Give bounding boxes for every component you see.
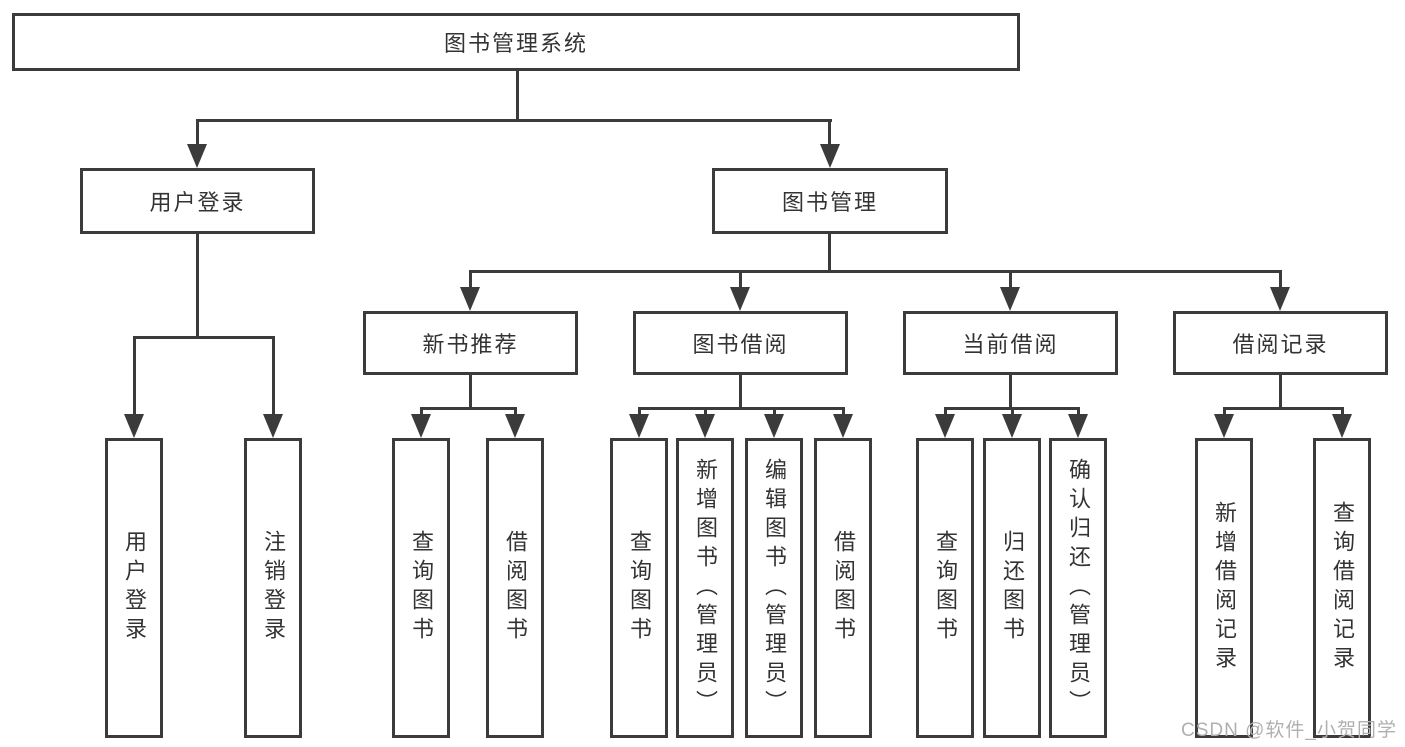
leaf-edit-books-admin: 编辑图书（管理员）: [745, 438, 803, 738]
edge-branch: [1223, 407, 1344, 410]
arrow-down-icon: [833, 414, 853, 438]
edge-to-leaf: [1077, 407, 1080, 420]
node-book-management: 图书管理: [712, 168, 948, 234]
arrow-down-icon: [764, 414, 784, 438]
edge-to-node: [739, 270, 742, 292]
node-library-system: 图书管理系统: [12, 13, 1020, 71]
leaf-return-books: 归还图书: [983, 438, 1041, 738]
edge-to-leaf: [420, 407, 423, 420]
edge-book-management-branch: [469, 270, 1282, 273]
leaf-query-books-recommend: 查询图书: [392, 438, 450, 738]
node-new-book-recommend: 新书推荐: [363, 311, 578, 375]
edge-user-login-stub: [196, 234, 199, 339]
arrow-down-icon: [935, 414, 955, 438]
arrow-down-icon: [1332, 414, 1352, 438]
arrow-down-icon: [730, 287, 750, 311]
arrow-down-icon: [263, 414, 283, 438]
node-borrow-records: 借阅记录: [1173, 311, 1388, 375]
edge-root-branch: [196, 119, 832, 122]
edge-root-stub: [516, 71, 519, 119]
leaf-confirm-return-admin: 确认归还（管理员）: [1049, 438, 1107, 738]
leaf-query-borrow-record: 查询借阅记录: [1313, 438, 1371, 738]
arrow-down-icon: [695, 414, 715, 438]
edge-to-node: [469, 270, 472, 292]
edge-to-node: [1279, 270, 1282, 292]
csdn-watermark: CSDN @软件_小贺同学: [1181, 720, 1397, 741]
edge-to-leaf: [704, 407, 707, 420]
node-user-login: 用户登录: [80, 168, 315, 234]
node-book-borrow: 图书借阅: [633, 311, 848, 375]
edge-to-leaf: [133, 336, 136, 420]
edge-book-management-stub: [828, 234, 831, 273]
leaf-logout: 注销登录: [244, 438, 302, 738]
edge-to-leaf: [1341, 407, 1344, 420]
leaf-borrow-books: 借阅图书: [814, 438, 872, 738]
arrow-down-icon: [1214, 414, 1234, 438]
edge-to-node: [1009, 270, 1012, 292]
leaf-query-books-borrow: 查询图书: [610, 438, 668, 738]
leaf-add-borrow-record: 新增借阅记录: [1195, 438, 1253, 738]
arrow-down-icon: [1002, 414, 1022, 438]
arrow-down-icon: [187, 144, 207, 168]
edge-to-leaf: [272, 336, 275, 420]
edge-stub: [1009, 374, 1012, 410]
arrow-down-icon: [411, 414, 431, 438]
arrow-down-icon: [460, 287, 480, 311]
edge-user-login-branch: [133, 336, 275, 339]
edge-to-book-management: [828, 119, 831, 150]
edge-branch: [638, 407, 845, 410]
arrow-down-icon: [820, 144, 840, 168]
edge-to-leaf: [773, 407, 776, 420]
arrow-down-icon: [1068, 414, 1088, 438]
leaf-borrow-books-recommend: 借阅图书: [486, 438, 544, 738]
arrow-down-icon: [505, 414, 525, 438]
edge-to-user-login: [196, 119, 199, 150]
edge-to-leaf: [842, 407, 845, 420]
edge-branch: [420, 407, 517, 410]
edge-to-leaf: [944, 407, 947, 420]
leaf-query-books-current: 查询图书: [916, 438, 974, 738]
leaf-user-login: 用户登录: [105, 438, 163, 738]
arrow-down-icon: [629, 414, 649, 438]
edge-to-leaf: [1011, 407, 1014, 420]
edge-stub: [1279, 374, 1282, 410]
edge-to-leaf: [514, 407, 517, 420]
leaf-add-books-admin: 新增图书（管理员）: [676, 438, 734, 738]
edge-stub: [739, 374, 742, 410]
arrow-down-icon: [1000, 287, 1020, 311]
node-current-borrow: 当前借阅: [903, 311, 1118, 375]
arrow-down-icon: [1270, 287, 1290, 311]
edge-stub: [469, 374, 472, 410]
edge-to-leaf: [638, 407, 641, 420]
arrow-down-icon: [124, 414, 144, 438]
edge-to-leaf: [1223, 407, 1226, 420]
